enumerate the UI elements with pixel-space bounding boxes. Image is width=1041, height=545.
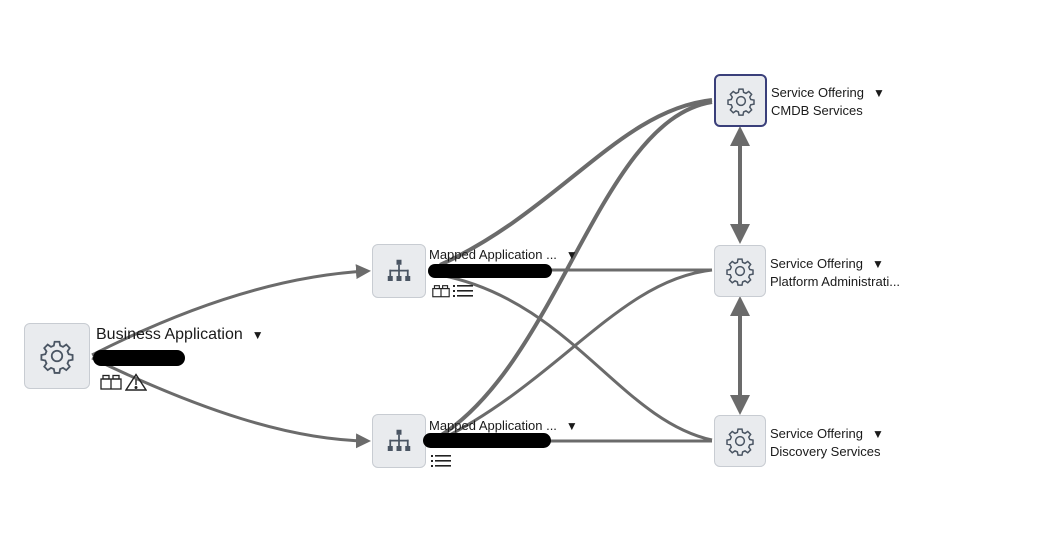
- server-icon: [432, 284, 450, 303]
- server-icon: [100, 374, 122, 395]
- node-label-service-offering-platform: Service Offering ▼ Platform Administrati.…: [770, 255, 900, 290]
- node-mapped-application-1[interactable]: [372, 244, 426, 298]
- node-type-text: Service Offering: [770, 426, 863, 441]
- node-label-business-application: Business Application ▼: [96, 326, 264, 344]
- edge-mapped-1-to-discovery: [439, 273, 713, 442]
- caret-down-icon[interactable]: ▼: [872, 86, 885, 100]
- edge-mapped-1-to-cmdb: [439, 98, 713, 267]
- node-type-text: Mapped Application ...: [429, 247, 557, 262]
- edge-business-to-mapped-2: [91, 356, 371, 449]
- badge-row-business-application: [100, 373, 148, 396]
- node-name-text: CMDB Services: [771, 103, 863, 118]
- hierarchy-icon: [384, 256, 414, 286]
- node-type-text: Business Application: [96, 326, 243, 343]
- node-label-mapped-application-1: Mapped Application ... ▼: [429, 247, 578, 262]
- node-service-offering-platform[interactable]: [714, 245, 766, 297]
- hierarchy-icon: [384, 426, 414, 456]
- node-type-text: Service Offering: [770, 256, 863, 271]
- list-icon: [431, 454, 451, 473]
- warning-icon: [124, 373, 148, 396]
- caret-down-icon[interactable]: ▼: [871, 427, 884, 441]
- node-name-text: Platform Administrati...: [770, 274, 901, 289]
- node-business-application[interactable]: [24, 323, 90, 389]
- node-label-service-offering-cmdb: Service Offering ▼ CMDB Services: [771, 84, 885, 119]
- badge-row-mapped-application-2: [431, 454, 451, 473]
- node-label-mapped-application-2: Mapped Application ... ▼: [429, 418, 578, 433]
- edge-mapped-2-to-platform: [439, 268, 713, 442]
- badge-row-mapped-application-1: [432, 284, 473, 303]
- node-service-offering-cmdb[interactable]: [714, 74, 767, 127]
- node-label-service-offering-discovery: Service Offering ▼ Discovery Services: [770, 425, 884, 460]
- redacted-name: [428, 264, 552, 278]
- caret-down-icon[interactable]: ▼: [565, 248, 578, 262]
- redacted-name: [423, 433, 551, 448]
- gear-icon: [725, 256, 755, 286]
- caret-down-icon[interactable]: ▼: [871, 257, 884, 271]
- redacted-name: [93, 350, 185, 366]
- caret-down-icon[interactable]: ▼: [251, 328, 264, 342]
- list-icon: [453, 284, 473, 303]
- node-type-text: Service Offering: [771, 85, 864, 100]
- node-name-text: Discovery Services: [770, 444, 881, 459]
- caret-down-icon[interactable]: ▼: [565, 419, 578, 433]
- node-mapped-application-2[interactable]: [372, 414, 426, 468]
- node-type-text: Mapped Application ...: [429, 418, 557, 433]
- gear-icon: [39, 338, 75, 374]
- gear-icon: [726, 86, 756, 116]
- node-service-offering-discovery[interactable]: [714, 415, 766, 467]
- edge-business-to-mapped-1: [91, 264, 371, 357]
- gear-icon: [725, 426, 755, 456]
- edge-mapped-2-to-cmdb: [438, 100, 713, 438]
